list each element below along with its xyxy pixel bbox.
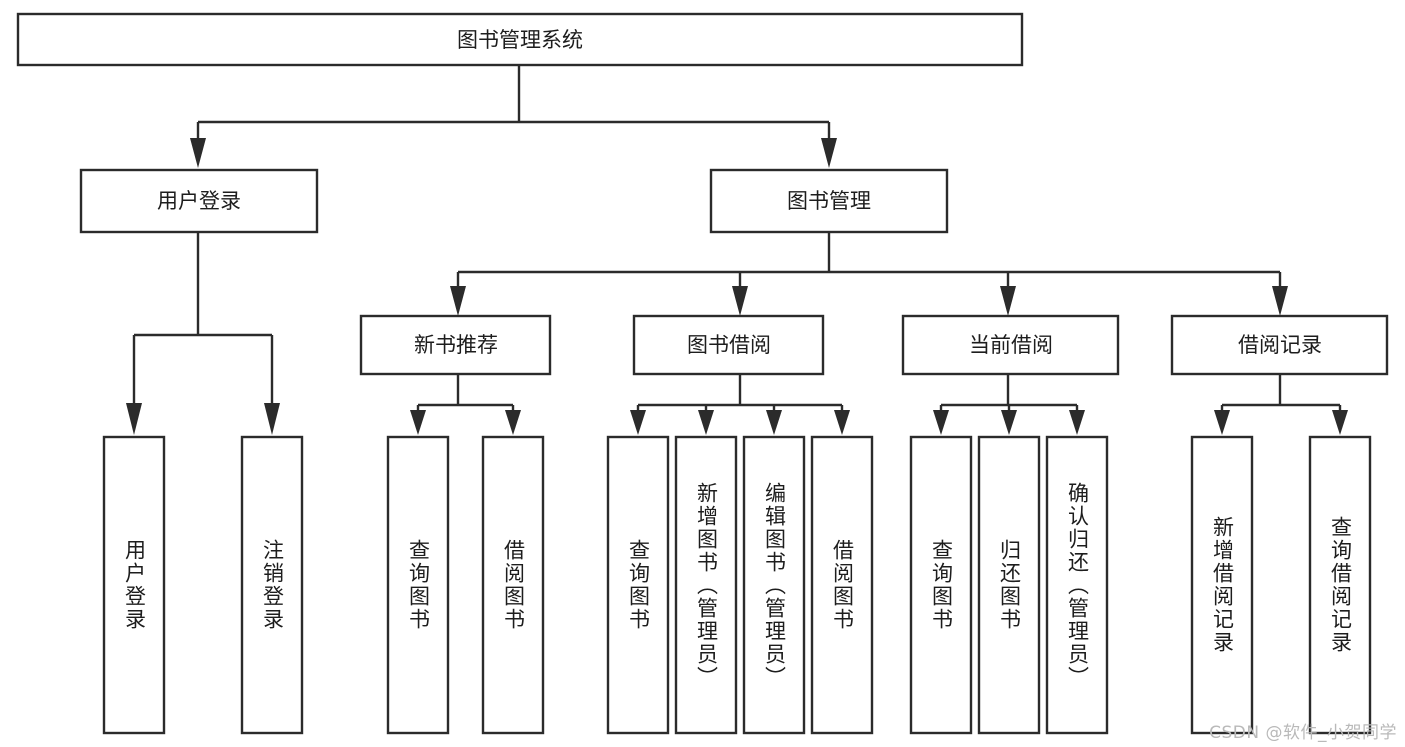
arrow-head-leaf-user-login xyxy=(126,403,142,435)
arrow-head-leaf-borrow-book-1 xyxy=(505,410,521,435)
node-box-new-book-recommend[interactable] xyxy=(359,314,552,376)
node-box-borrow-record[interactable] xyxy=(1170,314,1389,376)
node-label-new-book-recommend: 新书推荐 xyxy=(414,333,498,357)
node-box-leaf-logout-login[interactable] xyxy=(240,435,304,735)
node-label-current-borrow: 当前借阅 xyxy=(969,333,1053,357)
arrow-head-leaf-query-book-2 xyxy=(630,410,646,435)
arrow-head-borrow-record xyxy=(1272,286,1288,316)
csdn-watermark: CSDN @软件_小贺同学 xyxy=(1209,723,1397,743)
arrow-head-leaf-confirm-return-admin xyxy=(1069,410,1085,435)
arrow-head-leaf-return-book xyxy=(1001,410,1017,435)
connector-group-book-borrow xyxy=(630,374,850,435)
node-box-user-login[interactable] xyxy=(79,168,319,234)
node-label-book-management: 图书管理 xyxy=(787,189,871,213)
node-box-current-borrow[interactable] xyxy=(901,314,1120,376)
node-box-book-borrow[interactable] xyxy=(632,314,825,376)
node-box-leaf-edit-book-admin[interactable] xyxy=(742,435,806,735)
arrow-head-leaf-edit-book-admin xyxy=(766,410,782,435)
connector-group-book-management xyxy=(450,232,1288,316)
node-label-root: 图书管理系统 xyxy=(457,28,583,52)
arrow-head-book-management xyxy=(821,138,837,168)
node-box-leaf-query-borrow-record[interactable] xyxy=(1308,435,1372,735)
node-box-leaf-borrow-book-1[interactable] xyxy=(481,435,545,735)
node-label-borrow-record: 借阅记录 xyxy=(1238,333,1322,357)
node-box-leaf-add-book-admin[interactable] xyxy=(674,435,738,735)
connector-group-user-login xyxy=(126,232,280,435)
node-box-leaf-query-book-2[interactable] xyxy=(606,435,670,735)
connector-group-current-borrow xyxy=(933,374,1085,435)
arrow-head-current-borrow xyxy=(1000,286,1016,316)
arrow-head-leaf-add-book-admin xyxy=(698,410,714,435)
node-box-leaf-user-login[interactable] xyxy=(102,435,166,735)
node-box-leaf-borrow-book-2[interactable] xyxy=(810,435,874,735)
node-box-leaf-return-book[interactable] xyxy=(977,435,1041,735)
node-box-book-management[interactable] xyxy=(709,168,949,234)
node-label-user-login: 用户登录 xyxy=(157,189,241,213)
arrow-head-leaf-add-borrow-record xyxy=(1214,410,1230,435)
arrow-head-user-login xyxy=(190,138,206,168)
connector-group-root xyxy=(190,65,837,168)
arrow-head-new-book-recommend xyxy=(450,286,466,316)
arrow-head-leaf-query-book-1 xyxy=(410,410,426,435)
node-box-leaf-query-book-1[interactable] xyxy=(386,435,450,735)
arrow-head-leaf-query-book-3 xyxy=(933,410,949,435)
arrow-head-leaf-query-borrow-record xyxy=(1332,410,1348,435)
arrow-head-leaf-logout-login xyxy=(264,403,280,435)
connector-group-borrow-record xyxy=(1214,374,1348,435)
connector-group-new-book-recommend xyxy=(410,374,521,435)
node-box-leaf-confirm-return-admin[interactable] xyxy=(1045,435,1109,735)
node-box-root[interactable] xyxy=(16,12,1024,67)
arrow-head-leaf-borrow-book-2 xyxy=(834,410,850,435)
node-label-book-borrow: 图书借阅 xyxy=(687,333,771,357)
node-box-leaf-add-borrow-record[interactable] xyxy=(1190,435,1254,735)
node-box-leaf-query-book-3[interactable] xyxy=(909,435,973,735)
arrow-head-book-borrow xyxy=(732,286,748,316)
